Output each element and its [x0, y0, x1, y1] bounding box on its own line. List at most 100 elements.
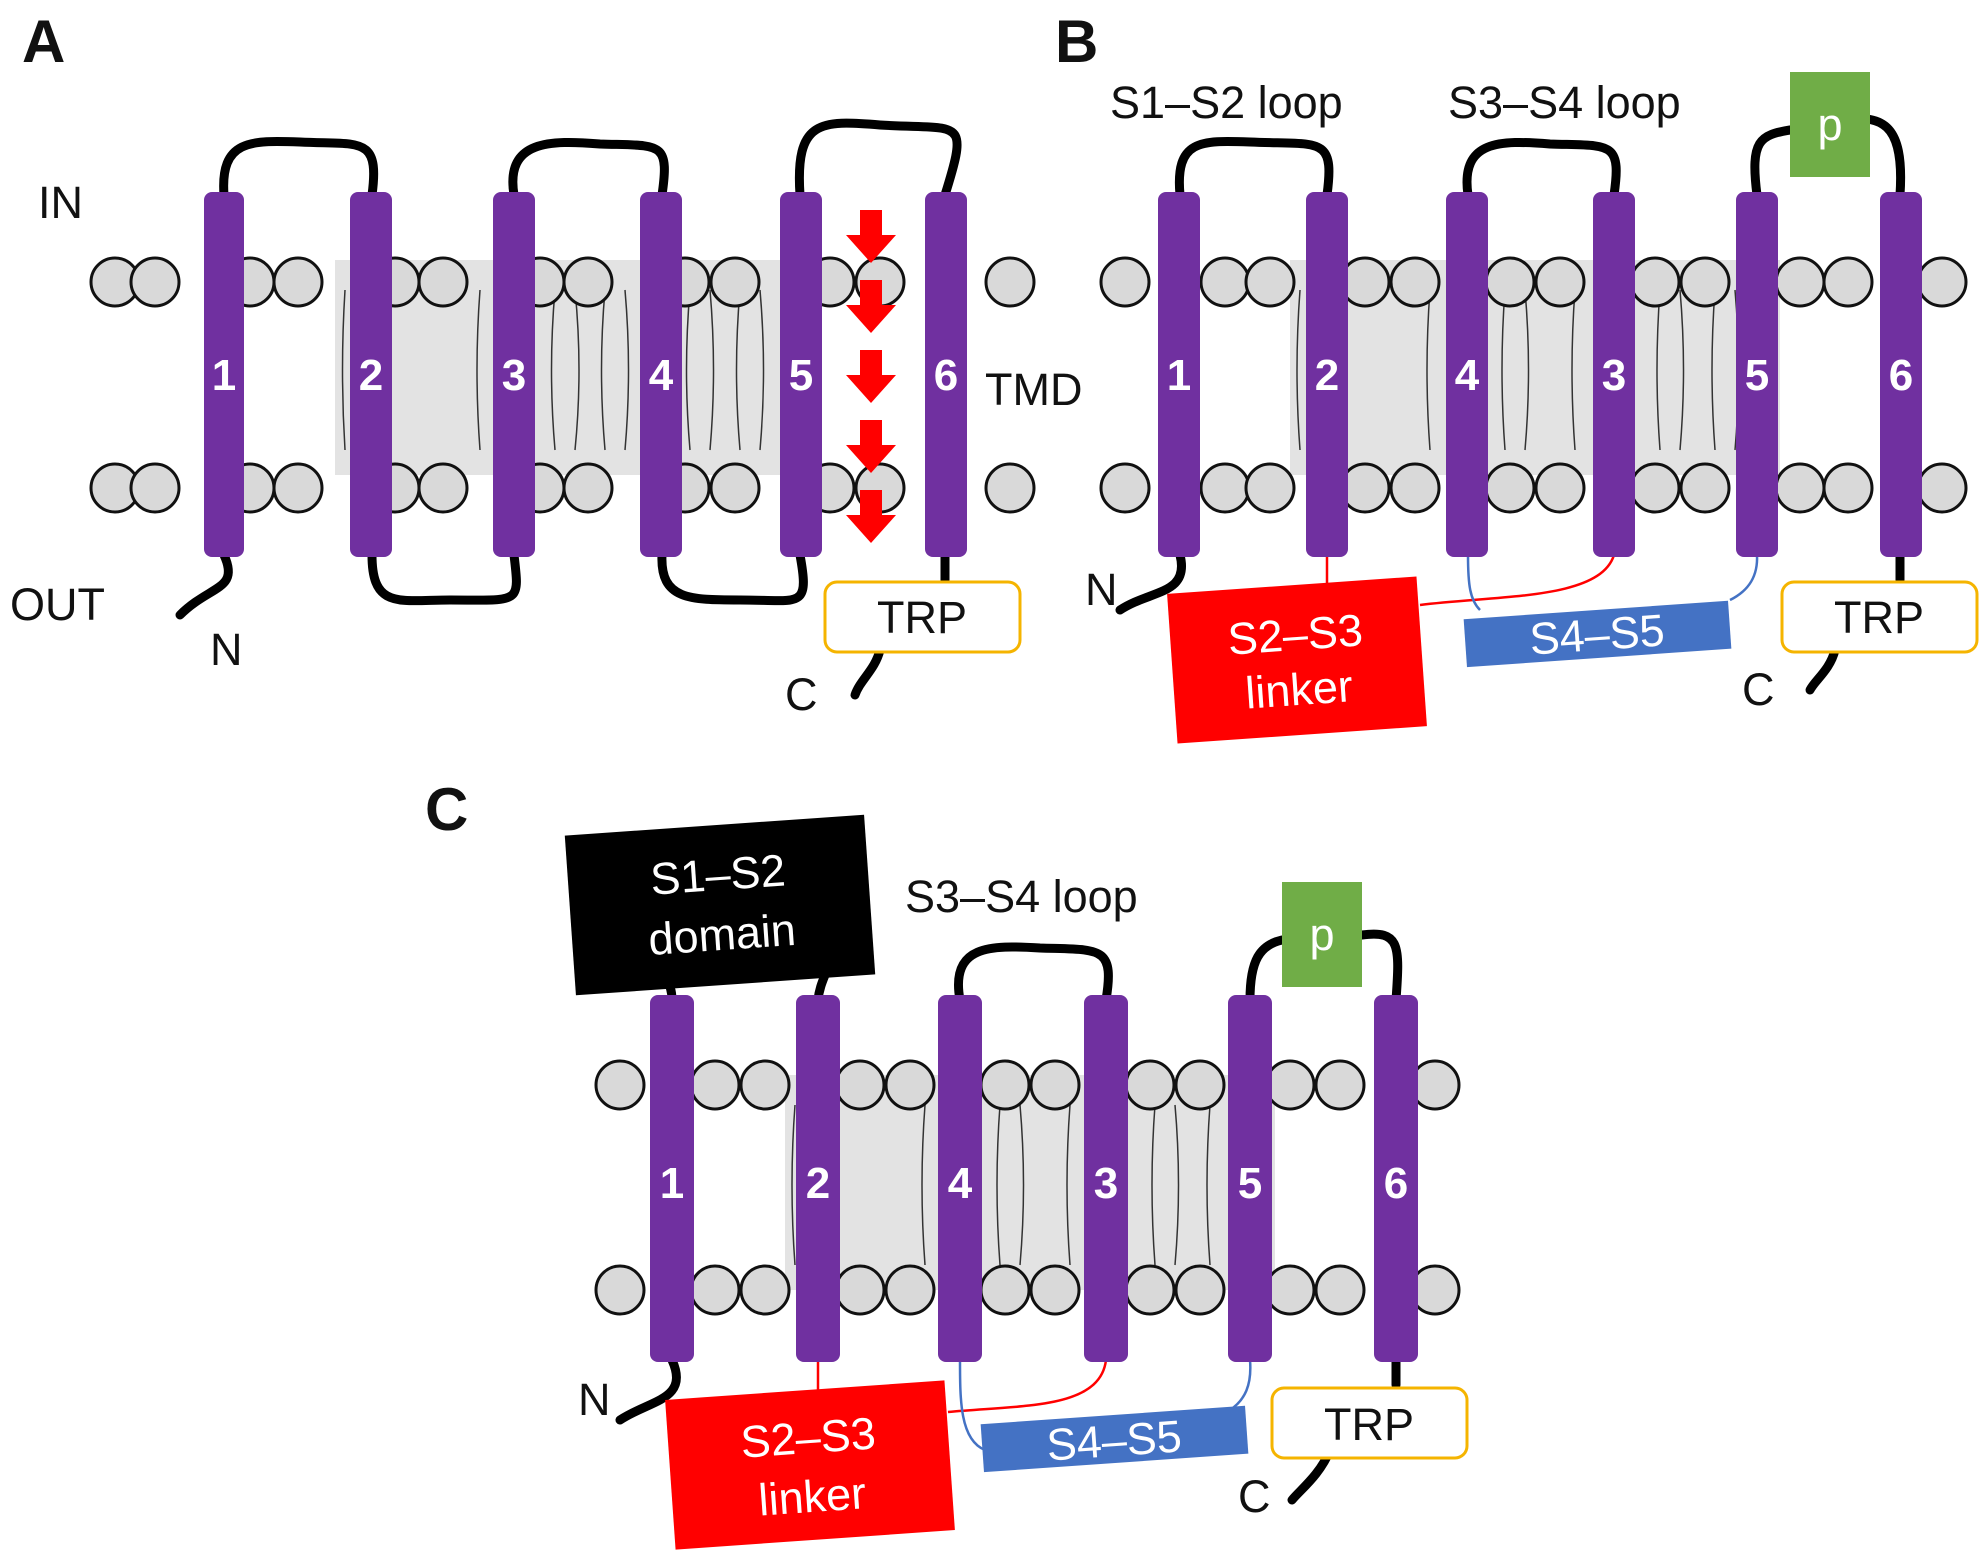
panel-a: A: [10, 8, 1082, 720]
s1-s2-loop: [1174, 136, 1334, 200]
panel-c-membrane: [594, 1059, 1461, 1316]
s5-to-p: [1245, 935, 1287, 1005]
n-terminus-tail: [615, 1355, 681, 1425]
panel-a-letter: A: [22, 8, 65, 75]
n-terminus-tail: [1115, 550, 1187, 615]
helix-1: 1: [650, 995, 694, 1362]
helix-label: 1: [212, 351, 236, 400]
helix-6: 6: [1880, 192, 1922, 557]
n-terminus-label: N: [1085, 564, 1118, 615]
helix-1: 1: [204, 192, 244, 557]
panel-c: C: [425, 776, 1469, 1550]
helix-5: 5: [1736, 192, 1778, 557]
s3-s4-loop-label: S3–S4 loop: [905, 871, 1138, 922]
s1-s2-domain-line-1: S1–S2: [649, 844, 787, 904]
panel-c-helices: 1 2 4 3 5 6: [650, 995, 1418, 1362]
n-terminus-label: N: [578, 1374, 611, 1425]
s3-s4-loop: [954, 942, 1113, 1005]
s3-s4-loop: [1462, 137, 1621, 200]
helix-1: 1: [1158, 192, 1200, 557]
s2-s3-linker-box: S2–S3 linker: [665, 1380, 955, 1550]
c-terminus-label: C: [1742, 664, 1775, 715]
loop-3-4: [508, 137, 669, 200]
s4-to-s4s5: [1466, 554, 1481, 611]
tmd-label: TMD: [985, 364, 1082, 415]
helix-label: 2: [1315, 351, 1339, 400]
lipid-core: [785, 1075, 1275, 1290]
panel-b-membrane: [1099, 256, 1968, 514]
helix-label: 3: [1094, 1159, 1118, 1208]
s3-s4-loop-label: S3–S4 loop: [1448, 77, 1681, 128]
c-terminus-label: C: [785, 669, 818, 720]
s2-s3-linker-box: S2–S3 linker: [1167, 576, 1427, 744]
arrow-1: [846, 210, 896, 263]
helix-label: 4: [649, 351, 674, 400]
loop-2-3: [367, 550, 521, 606]
helix-label: 6: [934, 351, 958, 400]
s4s5-to-s5: [1729, 554, 1759, 602]
s1-s2-domain-line-2: domain: [647, 904, 798, 965]
s4-s5-label: S4–S5: [1045, 1410, 1183, 1470]
arrow-4: [846, 420, 896, 473]
phospho-label: p: [1817, 99, 1842, 150]
s4-s5-label: S4–S5: [1528, 604, 1666, 664]
helix-4: 4: [640, 192, 682, 557]
trp-label: TRP: [1324, 1399, 1414, 1450]
panel-a-helices: 1 2 3 4 5 6: [204, 192, 967, 557]
loop-5-6: [794, 118, 962, 200]
phospho-box: p: [1282, 882, 1362, 987]
loop-1-2: [219, 136, 379, 200]
arrow-3: [846, 350, 896, 403]
helix-6: 6: [1374, 995, 1418, 1362]
p-to-s6: [1357, 929, 1403, 1005]
helix-label: 6: [1384, 1159, 1408, 1208]
helix-label: 6: [1889, 351, 1913, 400]
loop-4-5: [657, 550, 808, 606]
helix-3: 3: [493, 192, 535, 557]
linker-to-s3: [947, 1359, 1108, 1414]
helix-label: 5: [789, 351, 813, 400]
helix-label: 5: [1238, 1159, 1262, 1208]
linker-line-2: linker: [757, 1467, 868, 1525]
trp-label: TRP: [877, 592, 967, 643]
phospho-box: p: [1790, 72, 1870, 177]
helix-label: 4: [1455, 351, 1480, 400]
linker-line-2: linker: [1244, 660, 1355, 718]
helix-label: 3: [502, 351, 526, 400]
helix-2: 2: [1306, 192, 1348, 557]
panel-b-letter: B: [1055, 8, 1098, 75]
trp-box: TRP: [1270, 1386, 1469, 1460]
helix-label: 1: [660, 1159, 684, 1208]
helix-label: 2: [806, 1159, 830, 1208]
n-terminus-label: N: [210, 624, 243, 675]
panel-b-loops: [1115, 114, 1906, 695]
panel-b: B: [1055, 8, 1979, 744]
panel-a-loops: [175, 118, 962, 700]
helix-5: 5: [780, 192, 822, 557]
s4-s5-box: S4–S5: [1463, 600, 1732, 668]
helix-6: 6: [925, 192, 967, 557]
c-terminus-tail: [850, 645, 885, 700]
c-terminus-tail: [1805, 645, 1840, 695]
helix-3: 3: [1084, 995, 1128, 1362]
lipid-heads-bottom: [594, 1264, 1461, 1316]
n-terminus-tail: [175, 550, 233, 620]
s1-s2-loop-label: S1–S2 loop: [1110, 77, 1343, 128]
helix-3: 3: [1593, 192, 1635, 557]
linker-line-1: S2–S3: [739, 1407, 877, 1467]
helix-4: 4: [1446, 192, 1488, 557]
s5-to-p: [1750, 125, 1795, 200]
arrow-5: [846, 490, 896, 543]
panel-c-letter: C: [425, 776, 468, 843]
arrow-2: [846, 280, 896, 333]
panel-b-thin-links: [1325, 554, 1759, 611]
trp-box: TRP: [823, 580, 1022, 654]
helix-label: 2: [359, 351, 383, 400]
helix-2: 2: [796, 995, 840, 1362]
trp-label: TRP: [1834, 592, 1924, 643]
s4-s5-box: S4–S5: [980, 1405, 1249, 1473]
linker-line-1: S2–S3: [1226, 604, 1364, 664]
s4-to-s4s5: [958, 1359, 986, 1452]
helix-label: 4: [948, 1159, 973, 1208]
helix-2: 2: [350, 192, 392, 557]
